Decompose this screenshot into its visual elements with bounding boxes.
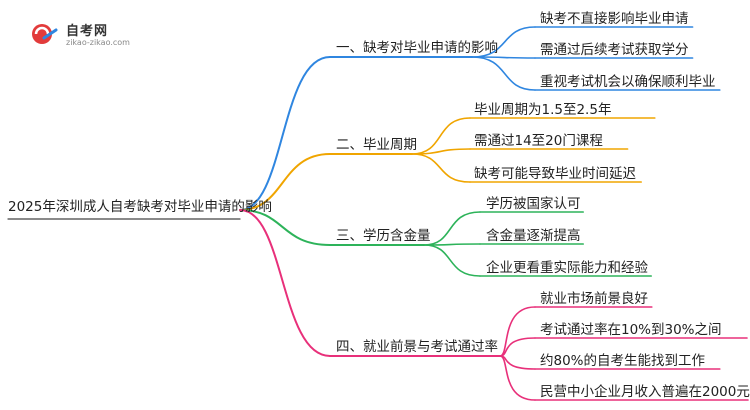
- leaf-label[interactable]: 就业市场前景良好: [540, 291, 648, 307]
- leaf-label[interactable]: 重视考试机会以确保顺利毕业: [540, 74, 716, 90]
- logo-subtitle: zikao-zikao.com: [66, 38, 130, 47]
- branch-label[interactable]: 四、就业前景与考试通过率: [336, 339, 498, 355]
- leaf-label[interactable]: 需通过后续考试获取学分: [540, 42, 689, 58]
- leaf-connector: [499, 306, 536, 357]
- root-topic[interactable]: 2025年深圳成人自考缺考对毕业申请的影响: [8, 199, 272, 215]
- site-logo[interactable]: 自考网 zikao-zikao.com: [30, 18, 140, 52]
- leaf-label[interactable]: 含金量逐渐提高: [486, 228, 581, 244]
- leaf-label[interactable]: 缺考可能导致毕业时间延迟: [474, 166, 636, 182]
- leaf-label[interactable]: 约80%的自考生能找到工作: [540, 353, 706, 369]
- leaf-connector: [499, 337, 536, 357]
- logo-mark-icon: [32, 24, 58, 44]
- leaf-connector: [423, 244, 481, 277]
- leaf-label[interactable]: 民营中小企业月收入普遍在2000元以上: [540, 384, 750, 400]
- branch-connector: [239, 56, 331, 211]
- leaf-label[interactable]: 需通过14至20门课程: [474, 133, 603, 149]
- leaf-label[interactable]: 缺考不直接影响毕业申请: [540, 11, 689, 27]
- leaf-label[interactable]: 学历被国家认可: [486, 196, 581, 212]
- leaf-label[interactable]: 毕业周期为1.5至2.5年: [474, 102, 612, 118]
- branch-label[interactable]: 二、毕业周期: [336, 137, 417, 153]
- leaf-label[interactable]: 企业更看重实际能力和经验: [486, 260, 648, 276]
- branch-connector: [239, 209, 331, 246]
- leaf-label[interactable]: 考试通过率在10%到30%之间: [540, 322, 722, 338]
- branch-connector: [239, 209, 331, 357]
- leaf-connector: [411, 153, 471, 183]
- logo-title: 自考网: [66, 24, 109, 39]
- branch-connector: [239, 153, 331, 211]
- leaf-connector: [411, 148, 471, 155]
- leaf-connector: [411, 117, 471, 155]
- leaf-connector: [423, 211, 481, 246]
- branch-label[interactable]: 一、缺考对毕业申请的影响: [336, 40, 498, 56]
- branch-label[interactable]: 三、学历含金量: [336, 228, 431, 244]
- leaf-connector: [471, 56, 536, 91]
- leaf-connector: [471, 26, 536, 58]
- leaf-connector: [499, 355, 536, 401]
- leaf-connector: [471, 56, 536, 59]
